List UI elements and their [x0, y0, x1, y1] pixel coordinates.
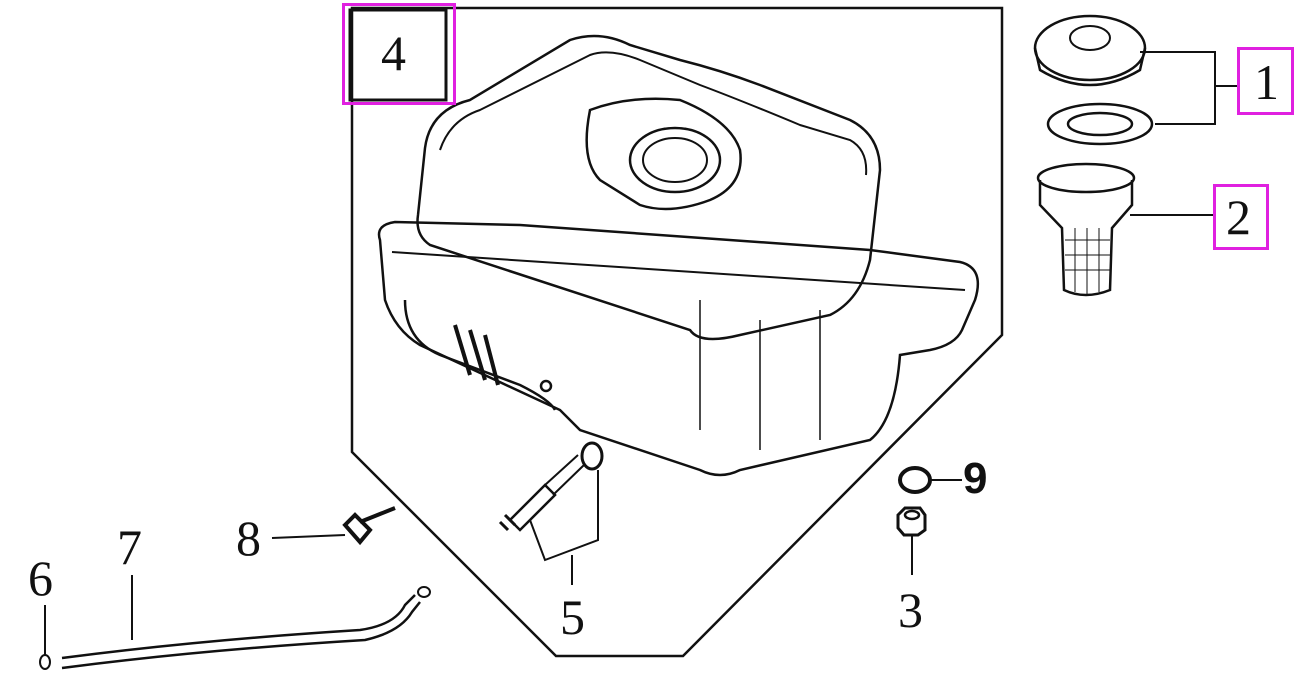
leader-1: [1140, 51, 1240, 125]
tank-assembly-outline: [350, 6, 1004, 658]
part-label-6[interactable]: 6: [28, 550, 53, 606]
leader-5: [529, 470, 599, 585]
part-label-8[interactable]: 8: [236, 510, 261, 566]
part-label-4[interactable]: 4: [381, 25, 406, 81]
bolt-8: [342, 506, 396, 546]
label-4-box: [348, 8, 448, 102]
leader-8: [271, 534, 346, 539]
fuel-valve: [498, 441, 604, 532]
highlight-box-4: [342, 3, 456, 105]
nut-3: [896, 506, 927, 537]
clip-6: [39, 654, 51, 670]
highlight-box-1: [1237, 47, 1294, 115]
part-label-9[interactable]: 9: [963, 454, 988, 503]
fuel-strainer: [1036, 162, 1136, 297]
highlight-box-2: [1213, 184, 1269, 250]
part-label-3[interactable]: 3: [898, 582, 923, 638]
part-label-2[interactable]: 2: [1226, 189, 1251, 245]
part-label-5[interactable]: 5: [560, 589, 585, 645]
part-label-1[interactable]: 1: [1254, 54, 1279, 110]
fuel-cap: [1033, 14, 1147, 87]
part-label-7[interactable]: 7: [117, 519, 142, 575]
fuel-hose: [61, 594, 421, 670]
hose-clip: [417, 586, 431, 598]
fuel-tank: [377, 34, 980, 477]
washer-9: [898, 466, 932, 494]
cap-gasket: [1046, 102, 1154, 146]
